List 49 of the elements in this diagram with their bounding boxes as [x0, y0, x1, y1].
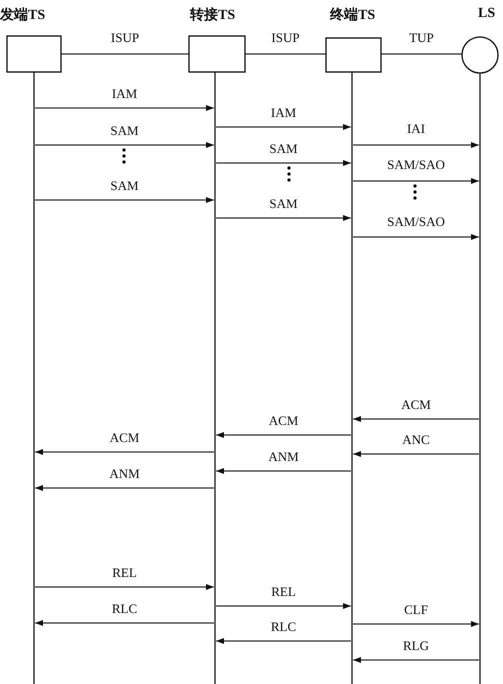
- node-heading: LS: [478, 6, 496, 22]
- edge-label: SAM: [108, 123, 141, 138]
- link-line: [381, 53, 462, 55]
- node-heading: 终端TS: [330, 6, 376, 24]
- edge-label: SAM/SAO: [385, 157, 447, 172]
- message-arrow: [216, 124, 351, 130]
- message-arrow: [35, 449, 214, 455]
- link-line: [245, 53, 326, 55]
- message-arrow: [35, 197, 214, 203]
- edge-label: SAM: [108, 178, 141, 193]
- edge-label: ISUP: [269, 30, 302, 45]
- edge-label: IAM: [268, 105, 298, 120]
- message-arrow: [35, 485, 214, 491]
- edge-label: ISUP: [108, 30, 142, 45]
- message-arrow: [353, 416, 479, 422]
- edge-label: ANM: [266, 449, 301, 464]
- edge-label: SAM: [267, 196, 300, 211]
- message-arrow: [216, 468, 351, 474]
- edge-label: RLC: [268, 619, 298, 634]
- message-arrow: [353, 451, 479, 457]
- message-arrow: [353, 234, 479, 240]
- message-arrow: [353, 657, 479, 663]
- message-arrow: [353, 178, 479, 184]
- node-heading: 转接TS: [190, 6, 236, 24]
- edge-label: ACM: [108, 430, 142, 445]
- edge-label: ACM: [266, 413, 300, 428]
- message-arrow: [353, 142, 479, 148]
- edge-label: SAM/SAO: [385, 214, 447, 229]
- message-arrow: [35, 105, 214, 111]
- edge-label: CLF: [402, 602, 430, 617]
- link-line: [61, 53, 189, 55]
- message-arrow: [35, 584, 214, 590]
- message-arrow: [216, 603, 351, 609]
- edge-label: ACM: [399, 397, 433, 412]
- edge-label: RLG: [401, 638, 431, 653]
- edge-label: RLC: [110, 601, 140, 616]
- edge-label: IAI: [404, 121, 428, 136]
- message-arrow: [353, 621, 479, 627]
- message-arrow: [216, 638, 351, 644]
- message-arrow: [216, 160, 351, 166]
- node-heading: 发端TS: [0, 6, 46, 24]
- edge-label: ANC: [400, 432, 432, 447]
- message-arrow: [216, 432, 351, 438]
- message-arrow: [35, 620, 214, 626]
- edge-label: ANM: [107, 466, 142, 481]
- message-arrow: [216, 215, 351, 221]
- edge-label: SAM: [267, 141, 300, 156]
- message-arrow: [35, 142, 214, 148]
- edge-label: IAM: [110, 86, 140, 101]
